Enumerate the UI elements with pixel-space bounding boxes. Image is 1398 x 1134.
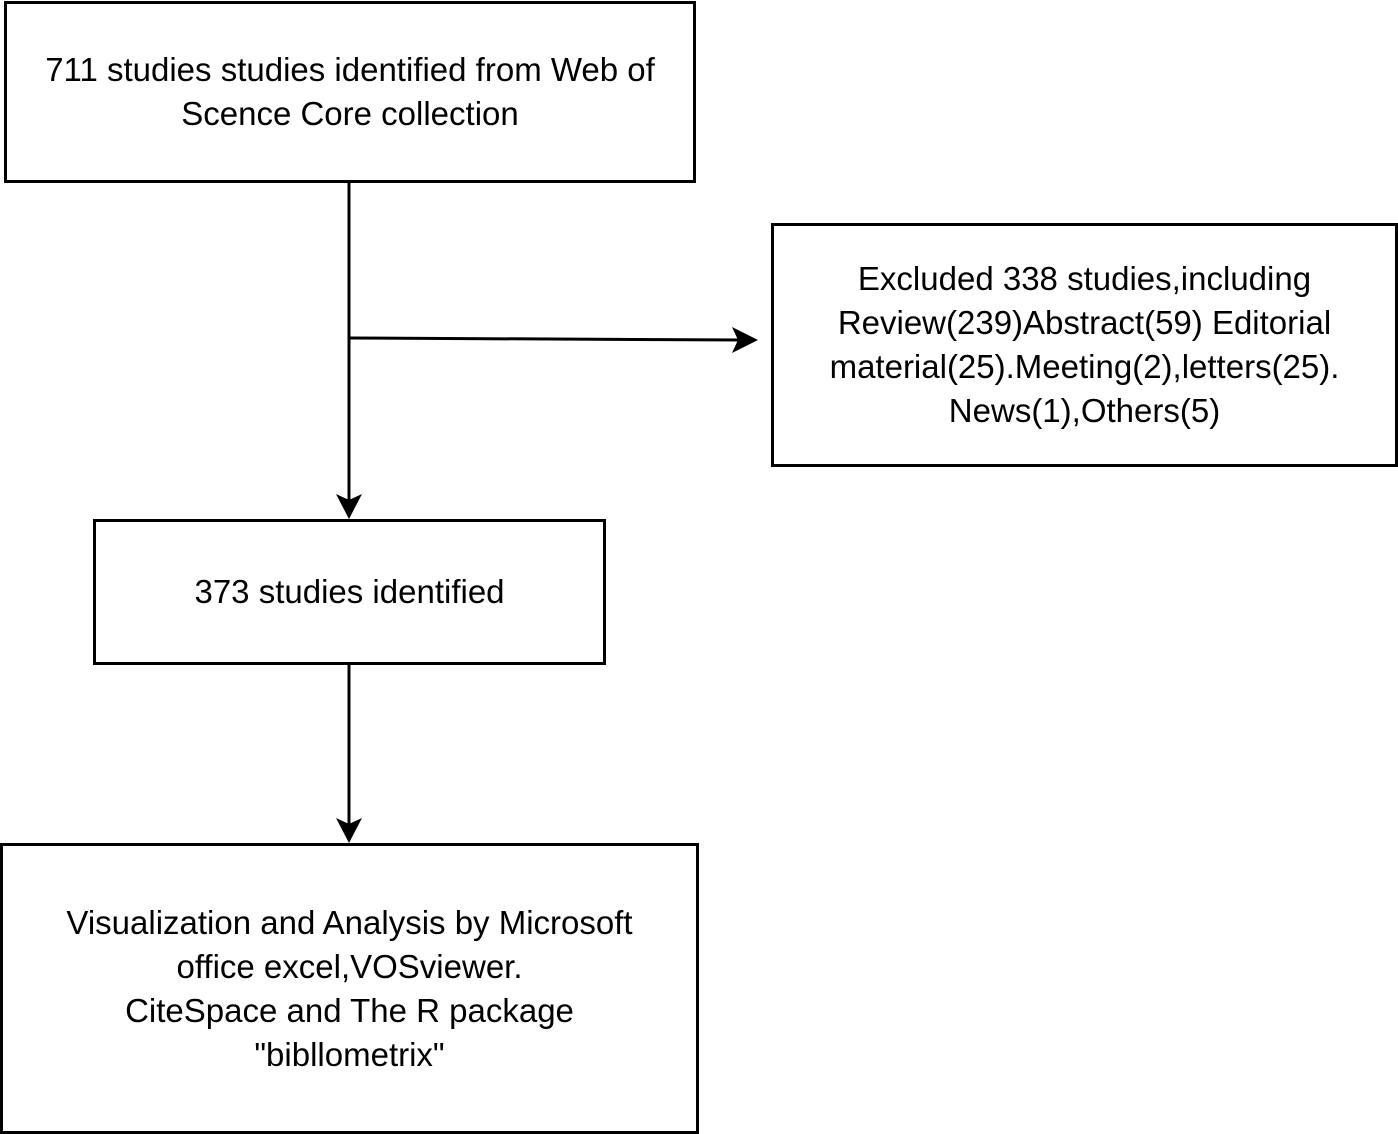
excluded-line: News(1),Others(5) — [948, 392, 1221, 429]
excluded-text: Excluded 338 studies,including Review(23… — [830, 257, 1340, 433]
excluded-line: material(25).Meeting(2),letters(25). — [829, 348, 1340, 385]
analysis-text: Visualization and Analysis by Microsoft … — [66, 901, 632, 1077]
connector-to-excluded — [348, 336, 743, 342]
identified-line: 373 studies identified — [194, 573, 505, 610]
source-line: 711 studies studies identified from Web … — [45, 51, 655, 88]
arrowhead-down-identified — [336, 494, 362, 519]
source-text: 711 studies studies identified from Web … — [45, 48, 655, 136]
analysis-line: CiteSpace and The R package — [125, 991, 574, 1029]
arrowhead-down-analysis — [336, 818, 362, 843]
analysis-box: Visualization and Analysis by Microsoft … — [0, 843, 699, 1134]
analysis-line: office excel,VOSviewer. — [176, 947, 523, 985]
analysis-line: Visualization and Analysis by Microsoft — [66, 903, 633, 941]
excluded-line: Excluded 338 studies,including — [857, 260, 1312, 297]
excluded-line: Review(239)Abstract(59) Editorial — [837, 304, 1332, 341]
identified-text: 373 studies identified — [194, 570, 504, 614]
excluded-box: Excluded 338 studies,including Review(23… — [771, 223, 1398, 467]
source-line: Scence Core collection — [181, 95, 519, 132]
analysis-line: "bibllometrix" — [254, 1035, 445, 1073]
source-box: 711 studies studies identified from Web … — [4, 1, 696, 183]
arrowhead-right-excluded — [732, 327, 758, 353]
identified-box: 373 studies identified — [93, 519, 606, 665]
